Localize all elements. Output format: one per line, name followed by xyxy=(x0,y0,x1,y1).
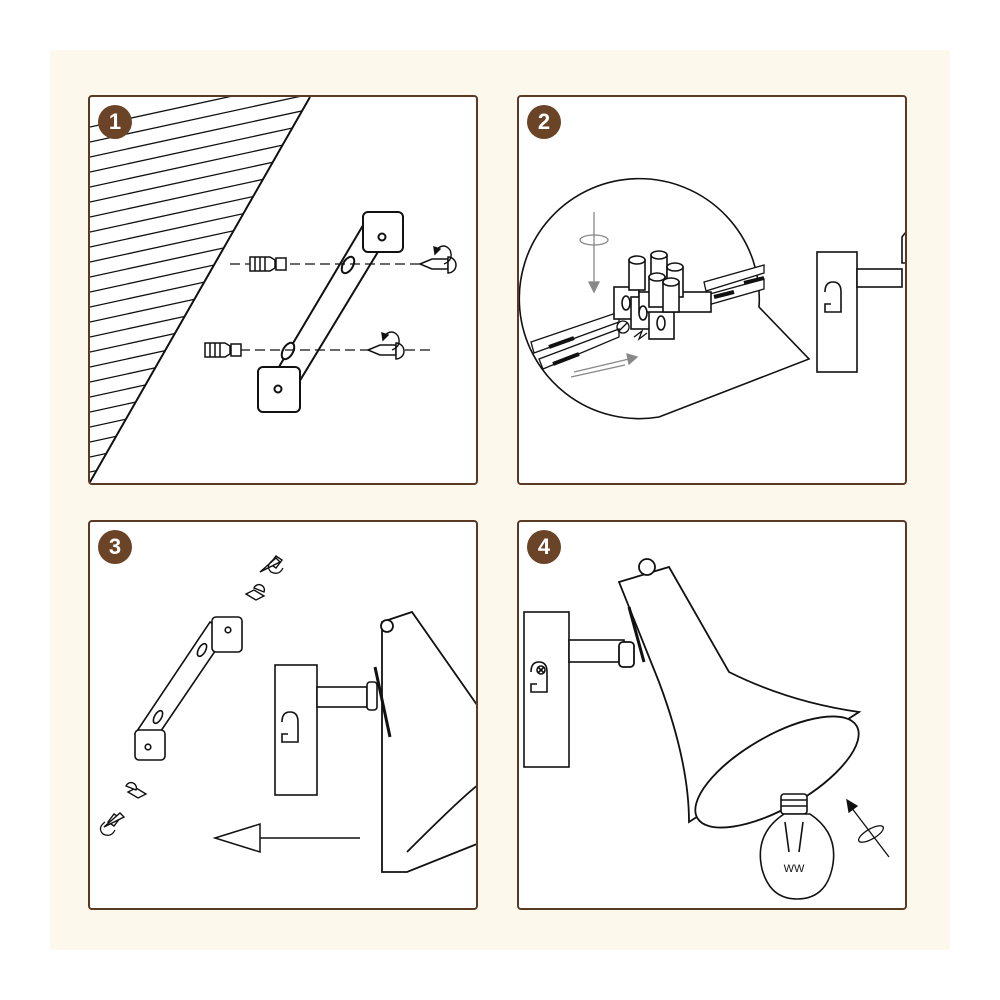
mounting-bracket-icon xyxy=(257,211,404,413)
wire-strip-symbol xyxy=(616,320,648,341)
step-4-panel: 4 WW xyxy=(517,520,907,910)
step-3-illustration xyxy=(99,555,476,873)
step-2-illustration xyxy=(519,177,905,420)
terminal-block-icon xyxy=(613,250,712,340)
light-bulb-icon: WW xyxy=(759,793,835,900)
mounting-bracket-icon xyxy=(133,616,243,761)
left-arrow-icon xyxy=(212,822,360,854)
screw-icon xyxy=(103,555,284,828)
wire-icon xyxy=(530,264,765,370)
rotate-arrow-icon xyxy=(846,798,890,858)
step-4-badge: 4 xyxy=(527,530,561,564)
step-3-panel: 3 xyxy=(88,520,478,910)
wall-plug-icon xyxy=(204,256,287,358)
step-1-panel: 1 xyxy=(88,95,478,485)
wall-edge xyxy=(90,97,311,483)
step-2-panel: 2 xyxy=(517,95,907,485)
bulb-filament-label: WW xyxy=(784,863,805,875)
rotate-arrow-icon xyxy=(99,559,284,836)
screw-icon xyxy=(366,256,457,360)
wall-plate-icon xyxy=(523,611,625,768)
lamp-head-icon xyxy=(373,610,476,873)
step-1-badge: 1 xyxy=(98,105,132,139)
wall-plate-icon xyxy=(274,664,378,796)
step-4-illustration: WW xyxy=(523,558,890,900)
step-2-badge: 2 xyxy=(527,105,561,139)
step-1-illustration xyxy=(90,97,457,483)
screwdriver-rotate-icon xyxy=(570,212,639,378)
instruction-sheet: 1 xyxy=(50,50,950,950)
rotate-arrow-icon xyxy=(381,245,452,351)
wall-plate-icon xyxy=(816,231,905,373)
step-3-badge: 3 xyxy=(98,530,132,564)
wall-icon xyxy=(90,97,310,482)
lamp-shade-icon xyxy=(617,558,862,829)
